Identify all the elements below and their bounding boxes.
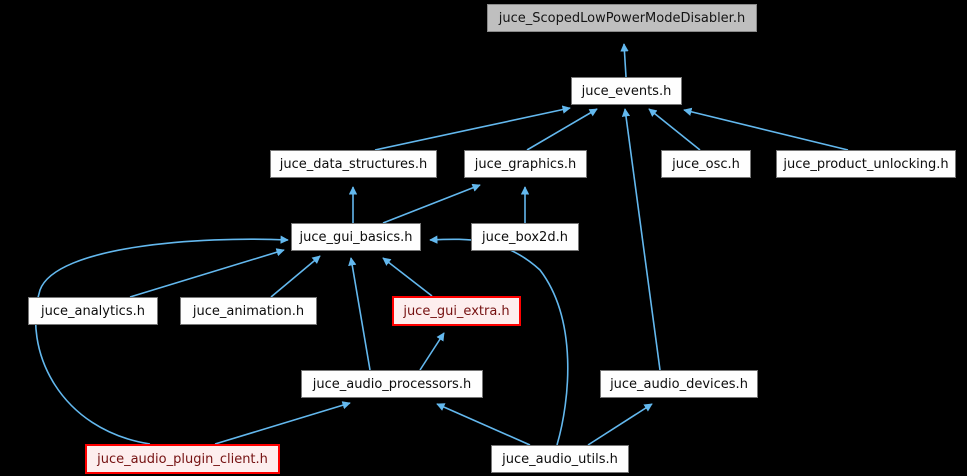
node-audiodev[interactable]: juce_audio_devices.h	[600, 370, 758, 398]
node-unlock[interactable]: juce_product_unlocking.h	[776, 150, 956, 178]
node-audioproc[interactable]: juce_audio_processors.h	[301, 370, 483, 398]
node-guibasics[interactable]: juce_gui_basics.h	[291, 223, 421, 251]
node-label: juce_gui_extra.h	[403, 303, 510, 319]
node-label: juce_audio_processors.h	[312, 376, 472, 392]
node-label: juce_box2d.h	[482, 229, 568, 245]
node-audioutil[interactable]: juce_audio_utils.h	[491, 445, 629, 473]
edge-audioproc-to-guibasics	[348, 257, 371, 371]
node-label: juce_osc.h	[672, 156, 740, 172]
node-osc[interactable]: juce_osc.h	[661, 150, 751, 178]
node-box2d[interactable]: juce_box2d.h	[471, 223, 579, 251]
edge-unlock-to-events	[683, 107, 849, 151]
edge-plugincli-to-guibasics	[34, 235, 289, 445]
node-label: juce_animation.h	[192, 303, 305, 319]
node-label: juce_ScopedLowPowerModeDisabler.h	[498, 10, 746, 26]
node-label: juce_data_structures.h	[279, 156, 428, 172]
edge-osc-to-events	[648, 108, 701, 151]
edge-audioproc-to-guiextra	[419, 332, 445, 371]
node-analytics[interactable]: juce_analytics.h	[28, 297, 158, 325]
node-animation[interactable]: juce_animation.h	[180, 297, 317, 325]
node-plugincli[interactable]: juce_audio_plugin_client.h	[85, 444, 280, 474]
node-label: juce_analytics.h	[41, 303, 145, 319]
edge-audiodev-to-events	[621, 108, 661, 371]
node-label: juce_audio_utils.h	[502, 451, 618, 467]
edge-datastr-to-events	[374, 105, 571, 151]
edge-plugincli-to-audioproc	[214, 401, 351, 445]
node-label: juce_audio_devices.h	[610, 376, 748, 392]
node-label: juce_events.h	[581, 83, 672, 99]
node-scoped[interactable]: juce_ScopedLowPowerModeDisabler.h	[487, 4, 757, 32]
node-graphics[interactable]: juce_graphics.h	[464, 150, 587, 178]
edge-analytics-to-guibasics	[129, 248, 285, 298]
edge-guiextra-to-guibasics	[382, 257, 433, 297]
edges-group	[34, 43, 849, 446]
node-datastr[interactable]: juce_data_structures.h	[270, 150, 437, 178]
edge-audioutil-to-audioproc	[436, 403, 531, 446]
node-label: juce_graphics.h	[474, 156, 577, 172]
edge-graphics-to-events	[526, 108, 598, 151]
node-events[interactable]: juce_events.h	[571, 77, 682, 105]
node-label: juce_audio_plugin_client.h	[97, 451, 268, 467]
edge-guibasics-to-graphics	[382, 183, 481, 224]
edge-events-to-scoped	[620, 43, 629, 78]
node-guiextra[interactable]: juce_gui_extra.h	[392, 296, 521, 326]
edge-animation-to-guibasics	[270, 255, 321, 298]
node-label: juce_gui_basics.h	[299, 229, 413, 245]
node-label: juce_product_unlocking.h	[783, 156, 949, 172]
edge-audioutil-to-guibasics	[429, 235, 569, 446]
edge-audioutil-to-audiodev	[587, 403, 653, 446]
